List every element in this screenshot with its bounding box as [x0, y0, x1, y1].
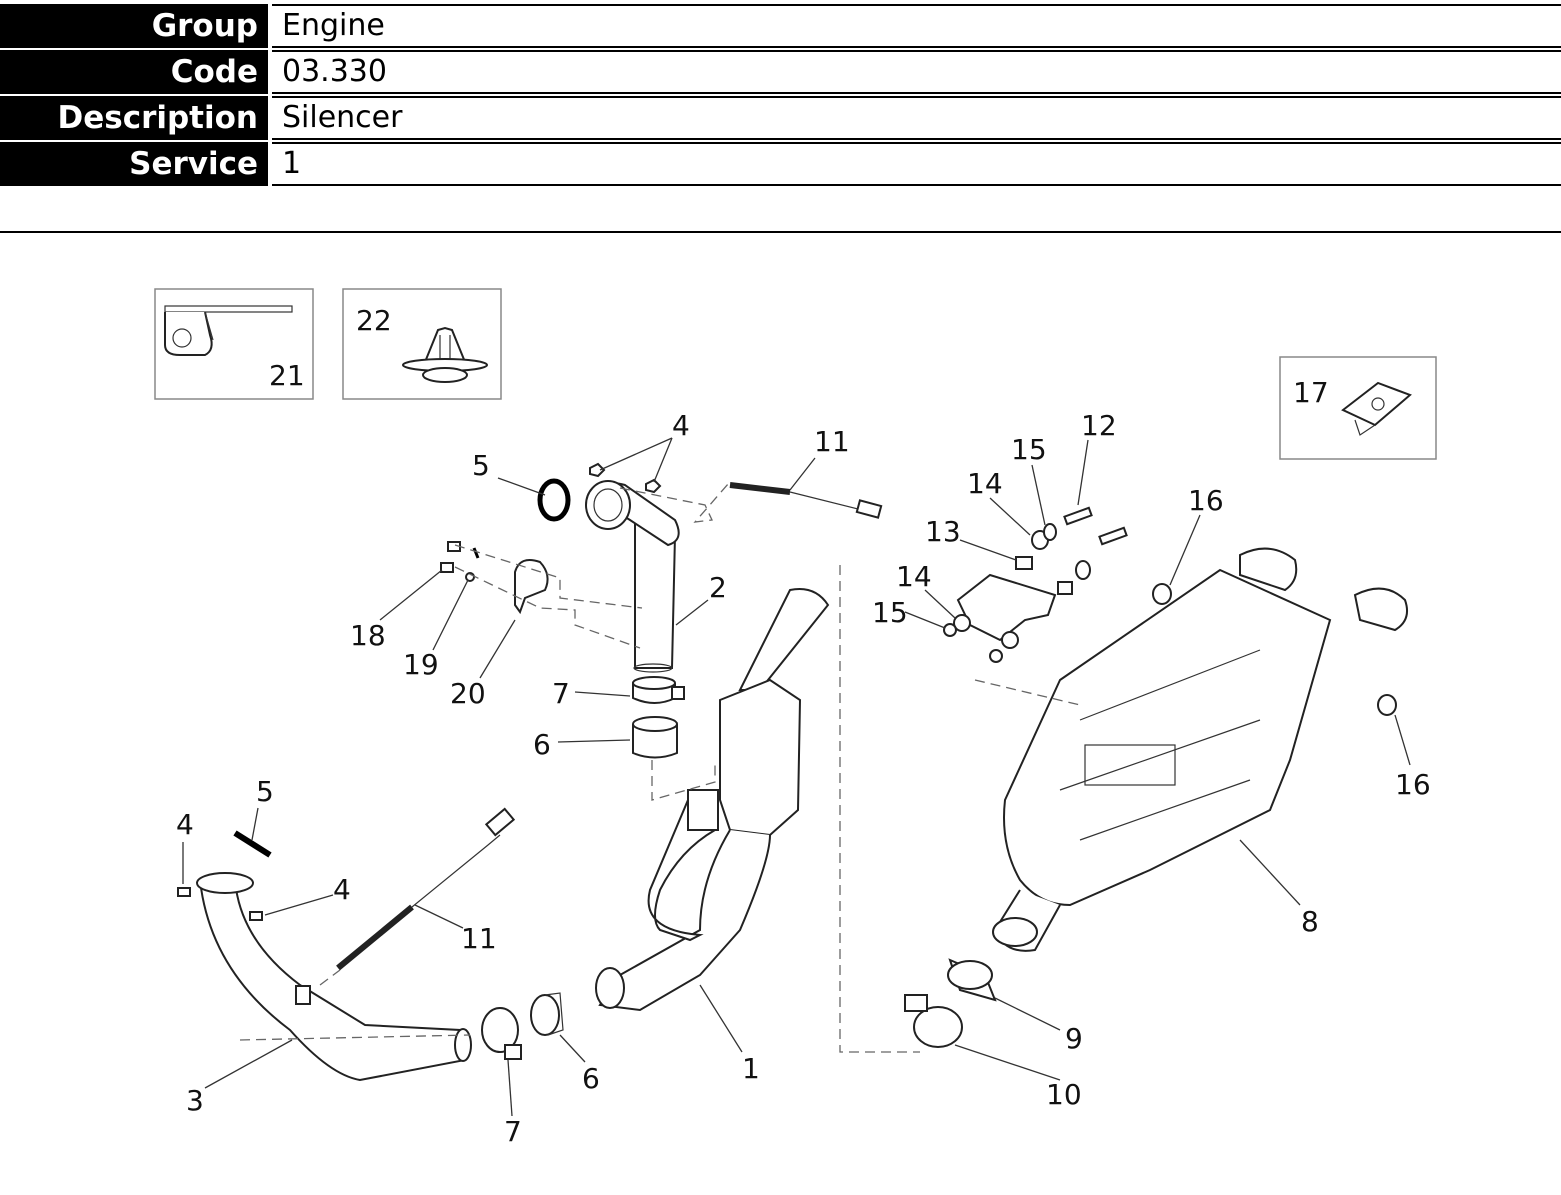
part-16-grommet-a: [1152, 583, 1172, 605]
callout-10: 10: [1046, 1078, 1082, 1111]
callout-15-mid: 15: [872, 596, 908, 629]
part-11-lambda-sensor-top: [729, 482, 883, 519]
callout-6-bottom: 6: [582, 1062, 600, 1095]
part-8-silencer: [992, 547, 1408, 952]
bracket-hardware: [943, 506, 1128, 663]
part-6-sleeve-top: [632, 716, 678, 759]
part-4-nut-top-a: [589, 462, 606, 478]
callout-11-top: 11: [814, 425, 850, 458]
part-9-sleeve: [947, 958, 997, 1002]
service-label: Service: [0, 142, 268, 186]
callout-17: 17: [1293, 376, 1329, 409]
callout-16-right: 16: [1395, 768, 1431, 801]
code-label: Code: [0, 50, 268, 94]
part-5-gasket-bottom: [233, 830, 272, 858]
info-table: Group Engine Code 03.330 Description Sil…: [0, 4, 1561, 188]
part-4-stud-bottom-a: [177, 887, 191, 897]
callout-4-left: 4: [176, 808, 194, 841]
assembly-line-2: [454, 544, 643, 649]
callouts: 21 22 17 4 5 11 12 15 14 16 13 14 15 2 1…: [176, 304, 1431, 1148]
callout-12: 12: [1081, 409, 1117, 442]
callout-5-top: 5: [472, 449, 490, 482]
part-7-clamp-bottom: [481, 1007, 522, 1060]
header-separator: [0, 231, 1561, 233]
callout-11-bottom: 11: [461, 922, 497, 955]
assembly-line-1: [619, 483, 729, 523]
callout-15-top: 15: [1011, 433, 1047, 466]
info-row-service: Service 1: [0, 142, 1561, 186]
part-11-lambda-sensor-bottom: [336, 807, 516, 971]
parts-18-19-20: [440, 541, 549, 615]
assembly-line-3: [651, 760, 716, 801]
callout-19: 19: [403, 648, 439, 681]
info-row-description: Description Silencer: [0, 96, 1561, 140]
callout-4-mid: 4: [333, 873, 351, 906]
part-7-clamp-top: [632, 676, 685, 704]
callout-13: 13: [925, 515, 961, 548]
part-5-oring-top: [537, 478, 571, 522]
callout-3: 3: [186, 1084, 204, 1117]
part-10-clamp: [904, 994, 963, 1048]
callout-14-mid: 14: [896, 560, 932, 593]
callout-9: 9: [1065, 1022, 1083, 1055]
info-row-code: Code 03.330: [0, 50, 1561, 94]
leader-lines: [182, 437, 1411, 1117]
callout-20: 20: [450, 677, 486, 710]
assembly-line-6: [239, 1034, 471, 1041]
description-label: Description: [0, 96, 268, 140]
callout-14-top: 14: [967, 467, 1003, 500]
part-3-lower-pipe: [196, 872, 472, 1082]
part-4-nut-top-b: [645, 478, 662, 494]
callout-1: 1: [742, 1052, 760, 1085]
callout-6-top: 6: [533, 728, 551, 761]
callout-16-top: 16: [1188, 484, 1224, 517]
description-value: Silencer: [272, 96, 1561, 140]
callout-5-bottom: 5: [256, 775, 274, 808]
inset-22: [342, 288, 502, 400]
part-16-grommet-b: [1377, 694, 1397, 716]
part-1-catalyst-pipe: [595, 588, 830, 1012]
part-4-stud-bottom-b: [249, 911, 263, 921]
service-value: 1: [272, 142, 1561, 186]
callout-21: 21: [269, 359, 305, 392]
callout-4-top: 4: [672, 409, 690, 442]
callout-7-top: 7: [552, 677, 570, 710]
callout-22: 22: [356, 304, 392, 337]
group-label: Group: [0, 4, 268, 48]
part-6-sleeve-bottom: [530, 992, 564, 1036]
callout-2: 2: [709, 571, 727, 604]
callout-18: 18: [350, 619, 386, 652]
group-value: Engine: [272, 4, 1561, 48]
inset-17: [1279, 356, 1437, 460]
part-2-header-pipe: [585, 480, 680, 673]
inset-21: [154, 288, 314, 400]
assembly-line-5: [974, 679, 1081, 706]
info-row-group: Group Engine: [0, 4, 1561, 48]
callout-8: 8: [1301, 905, 1319, 938]
assembly-line-4: [839, 565, 920, 1053]
assembly-line-7: [319, 969, 341, 986]
code-value: 03.330: [272, 50, 1561, 94]
callout-7-bottom: 7: [504, 1115, 522, 1148]
